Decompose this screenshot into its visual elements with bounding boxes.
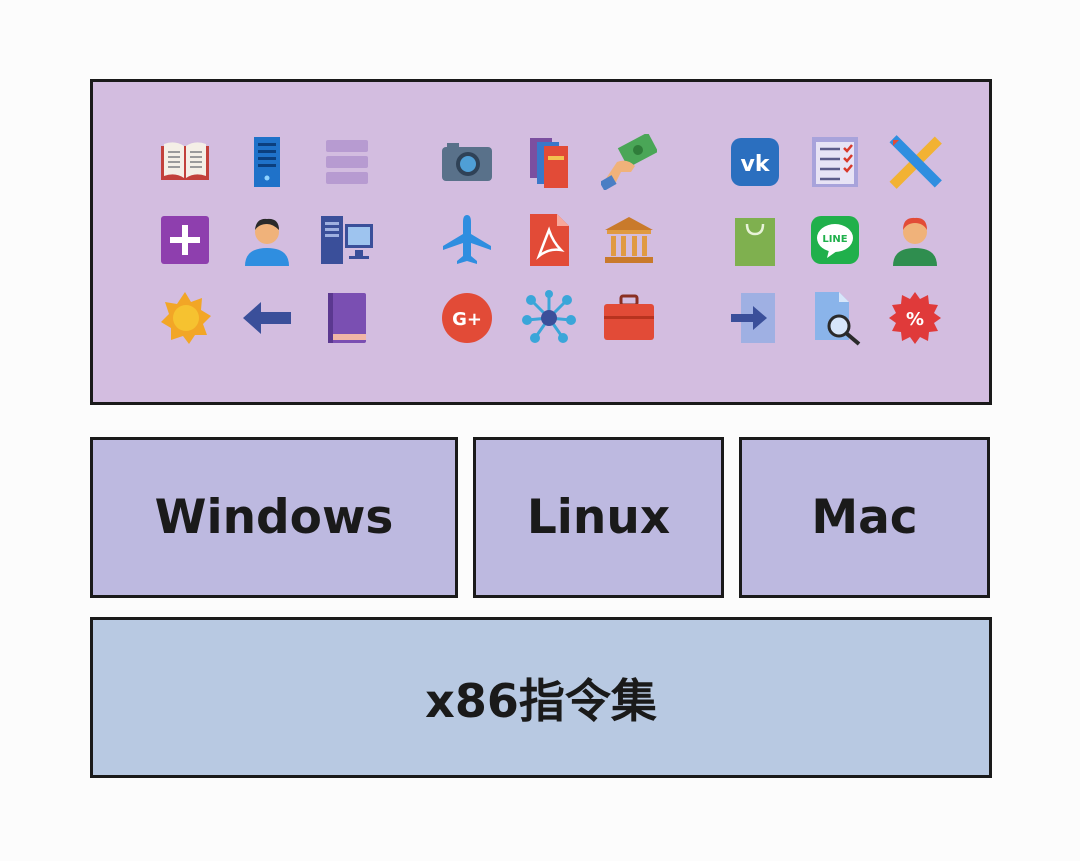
- line-logo-icon: LINE: [811, 216, 859, 264]
- applications-layer: vk: [90, 79, 992, 405]
- database-stack-icon: [326, 140, 368, 184]
- svg-text:%: %: [906, 309, 924, 330]
- os-windows-label: Windows: [154, 490, 394, 545]
- briefcase-icon: [604, 294, 654, 340]
- arrow-left-icon: [243, 302, 291, 334]
- checklist-icon: [812, 137, 858, 187]
- money-hand-icon: [601, 134, 657, 190]
- svg-text:G+: G+: [452, 309, 482, 330]
- open-book-icon: [161, 142, 209, 180]
- svg-text:vk: vk: [741, 152, 771, 177]
- os-windows-box: Windows: [90, 437, 458, 598]
- os-linux-label: Linux: [526, 490, 671, 545]
- bank-building-icon: [605, 217, 653, 263]
- os-mac-box: Mac: [739, 437, 990, 598]
- discount-badge-icon: %: [889, 292, 941, 344]
- ruler-pencil-icon: [889, 135, 942, 189]
- sun-icon: [161, 292, 211, 344]
- pdf-file-icon: [530, 214, 569, 266]
- airplane-icon: [443, 215, 491, 264]
- closed-book-icon: [328, 293, 366, 343]
- svg-text:LINE: LINE: [822, 234, 847, 245]
- google-plus-icon: G+: [442, 293, 492, 343]
- isa-layer-box: x86指令集: [90, 617, 992, 778]
- camera-icon: [442, 143, 492, 181]
- books-icon: [530, 138, 568, 188]
- network-nodes-icon: [522, 290, 576, 343]
- person-avatar-icon: [245, 218, 289, 266]
- vk-logo-icon: vk: [731, 138, 779, 186]
- os-mac-label: Mac: [811, 490, 918, 545]
- login-arrow-icon: [731, 293, 775, 343]
- plus-square-icon: [161, 216, 209, 264]
- isa-label: x86指令集: [425, 673, 657, 728]
- person-avatar-red-hair-icon: [893, 217, 937, 266]
- server-tower-icon: [254, 137, 280, 187]
- shopping-bag-icon: [735, 218, 775, 266]
- desktop-computer-icon: [321, 216, 373, 264]
- file-search-icon: [815, 292, 861, 346]
- os-linux-box: Linux: [473, 437, 724, 598]
